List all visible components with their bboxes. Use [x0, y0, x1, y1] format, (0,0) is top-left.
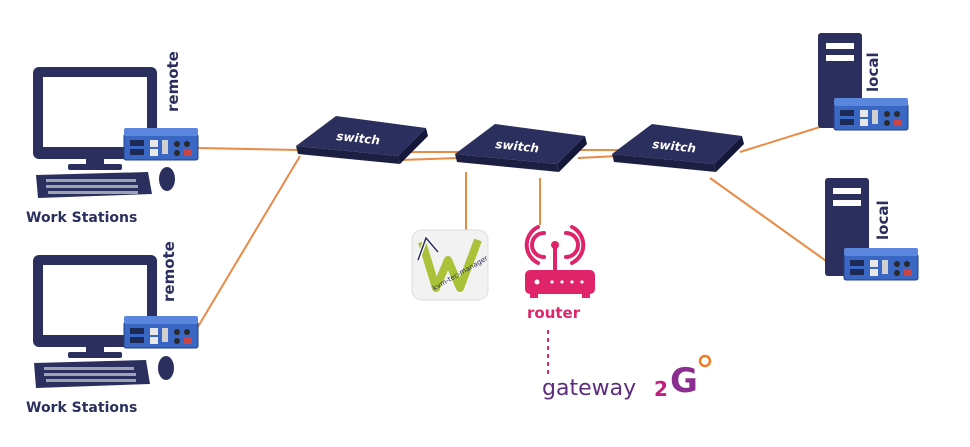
gateway-logo-g: G [670, 361, 698, 401]
link-switch2-switch3-b [577, 155, 619, 159]
kvm-manager-logo: kvm-tec-manager [411, 229, 489, 301]
gateway-logo-dot [698, 354, 712, 368]
server-1: local [818, 33, 909, 131]
remote-tag: remote [160, 241, 178, 302]
workstation-2: remote Work Stations [26, 241, 199, 416]
switch-3: switch [612, 124, 744, 172]
kvm-extender-icon [833, 97, 909, 131]
router: router [524, 225, 595, 322]
kvm-extender-icon [123, 127, 199, 161]
keyboard-icon [36, 172, 152, 198]
link-switch1-switch2-b [399, 157, 461, 161]
local-tag: local [874, 200, 892, 240]
link-ws1-switch1 [197, 147, 301, 151]
gateway-logo-text: gateway [542, 376, 636, 401]
keyboard-icon [34, 360, 150, 388]
mouse-icon [158, 356, 174, 380]
switch-label: switch [495, 137, 540, 155]
router-label: router [527, 304, 581, 322]
switch-2: switch [455, 124, 587, 172]
server-2: local [825, 178, 919, 281]
kvm-extender-icon [123, 315, 199, 349]
switch-label: switch [652, 137, 697, 155]
remote-tag: remote [164, 51, 182, 112]
gateway2g-logo: gateway 2 G [542, 354, 712, 401]
switch-label: switch [336, 129, 381, 147]
router-icon [525, 270, 595, 298]
link-ws2-switch1 [195, 155, 301, 331]
switch-1: switch [296, 116, 428, 164]
gateway-logo-two: 2 [654, 377, 668, 401]
kvm-extender-icon [843, 247, 919, 281]
workstation-caption: Work Stations [26, 400, 137, 416]
workstation-caption: Work Stations [26, 210, 137, 226]
workstation-1: remote Work Stations [26, 51, 199, 226]
mouse-icon [159, 167, 175, 191]
local-tag: local [864, 52, 882, 92]
link-switch3-server2 [709, 177, 837, 269]
wifi-signal-icon [524, 225, 586, 265]
